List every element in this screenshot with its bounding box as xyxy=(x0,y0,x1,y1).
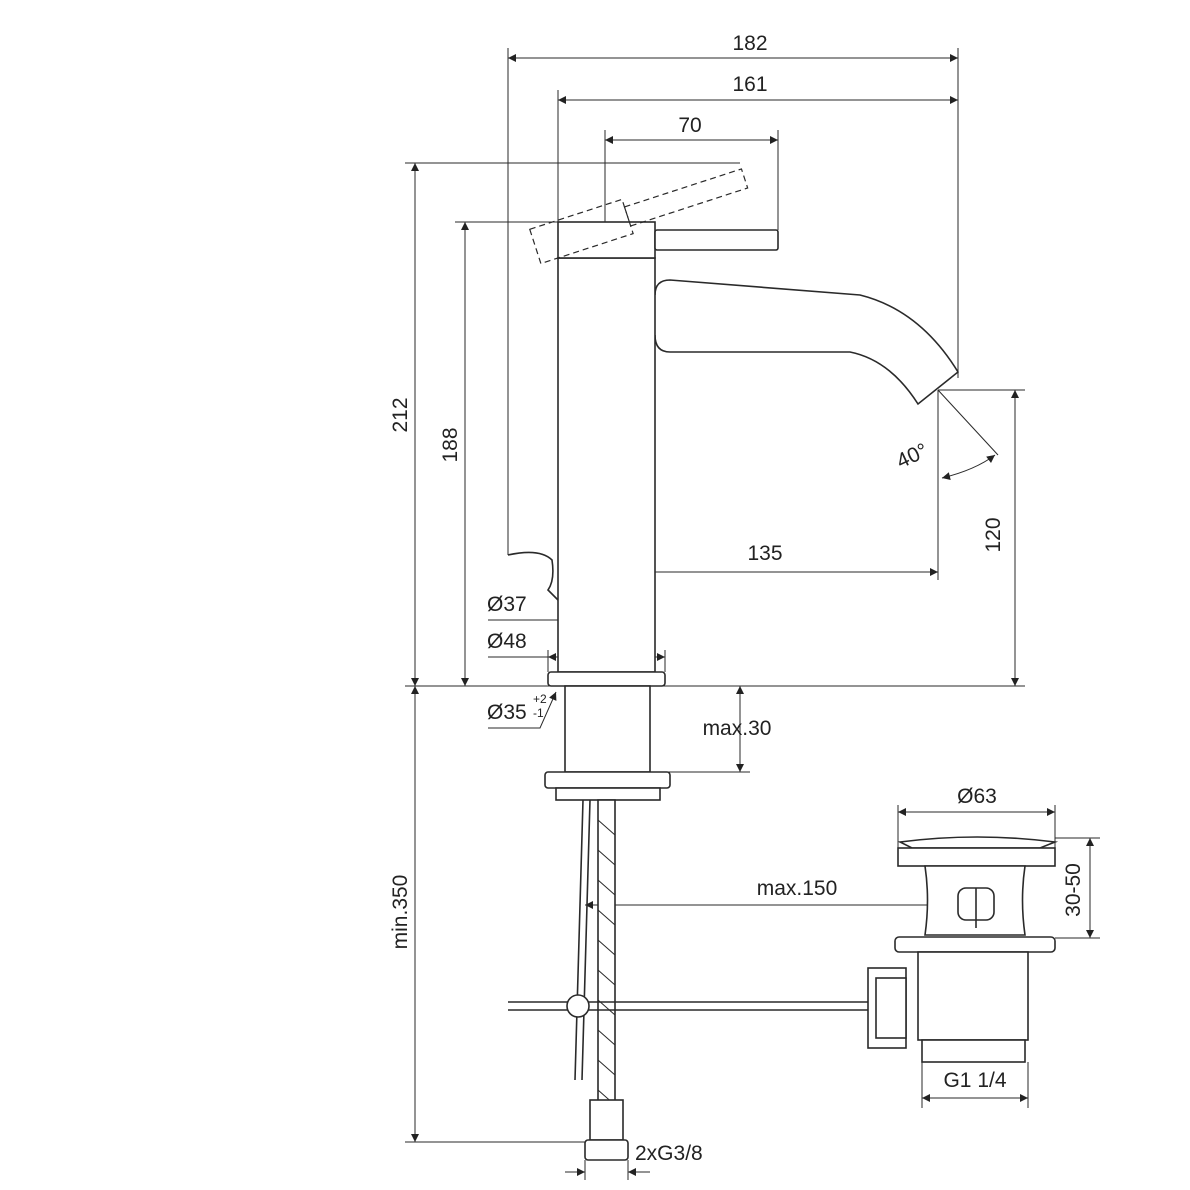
dim-diameter-48: Ø48 xyxy=(487,630,527,653)
supply-hoses xyxy=(508,799,870,1161)
dim-min-350: min.350 xyxy=(389,875,412,950)
dim-212: 212 xyxy=(389,397,412,432)
dim-max-150: max.150 xyxy=(757,877,838,900)
dimension-lines xyxy=(411,54,1094,1176)
dim-diameter-63: Ø63 xyxy=(957,785,997,808)
dim-182: 182 xyxy=(732,32,767,55)
dim-2xg3-8: 2xG3/8 xyxy=(635,1142,703,1165)
dim-diameter-37: Ø37 xyxy=(487,593,527,616)
dim-70: 70 xyxy=(678,114,701,137)
tolerance-plus: +2 xyxy=(533,692,547,706)
mixer-tap xyxy=(507,168,960,801)
dim-angle: 40° xyxy=(893,439,932,473)
dim-30-50: 30-50 xyxy=(1062,863,1085,917)
tolerance-minus: -1 xyxy=(533,706,544,720)
dim-diameter-35: Ø35 xyxy=(487,701,527,724)
dim-188: 188 xyxy=(439,427,462,462)
dim-135: 135 xyxy=(747,542,782,565)
dimension-labels: 182 161 70 212 188 120 135 40° Ø37 Ø48 Ø… xyxy=(389,32,1085,1165)
dim-120: 120 xyxy=(982,517,1005,552)
dim-161: 161 xyxy=(732,73,767,96)
pop-up-waste xyxy=(867,836,1059,1063)
dim-max-30: max.30 xyxy=(703,717,772,740)
dim-g1-1-4: G1 1/4 xyxy=(943,1069,1006,1092)
